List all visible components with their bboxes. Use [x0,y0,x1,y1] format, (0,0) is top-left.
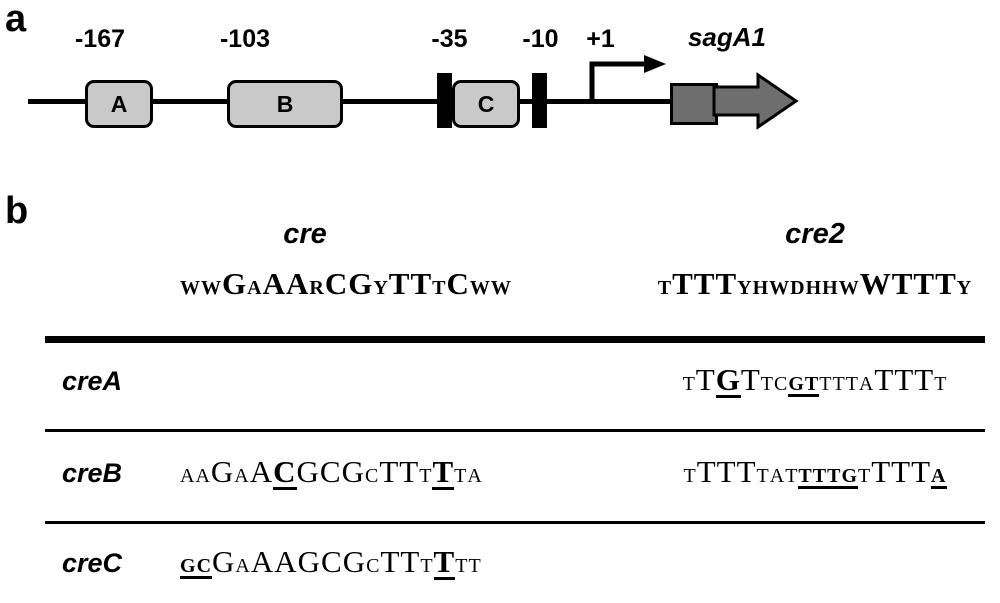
site-box-b-label: B [276,90,294,117]
gene-leader-rect [670,83,718,125]
minus35-element-bar [437,73,452,128]
position-label-plus1: +1 [586,25,615,53]
row-label-creC: creC [62,548,123,578]
table-header-rule [45,336,985,343]
sequence-creB-cre: AAGAACGCGCTTTTTA [180,454,483,490]
site-box-b: B [227,80,343,128]
row-divider-2 [45,521,985,524]
column-header-cre: cre [283,218,327,250]
position-label-10: -10 [522,25,559,53]
column-header-cre2: cre2 [785,218,845,250]
panel-a-label: a [5,0,27,40]
sequence-creC-cre: GCGAAAGCGCTTTTTT [180,544,482,580]
minus10-element-bar [532,73,547,128]
sequence-creB-cre2: TTTTTATTTTGTTTTA [683,454,947,489]
row-divider-1 [45,429,985,432]
site-box-c: C [452,80,520,128]
site-box-a: A [85,80,153,128]
row-label-creB: creB [62,458,123,488]
position-label-103: -103 [219,25,271,53]
gene-name-sagA1: sagA1 [687,22,767,52]
site-box-c-label: C [477,90,495,117]
gene-arrow-icon [712,72,799,130]
consensus-sequence-cre2: TTTTYHWDHHWWTTTY [657,266,973,301]
consensus-sequence-cre: WWGAAARCGYTTTCWW [180,266,512,301]
position-label-35: -35 [431,25,468,53]
site-box-a-label: A [110,90,128,117]
position-label-167: -167 [74,25,126,53]
transcription-start-arrow-icon [589,55,666,104]
row-label-creA: creA [62,366,123,396]
sequence-creA-cre2: TTGTTCGTTTTATTTT [682,362,948,398]
promoter-backbone-line [28,99,793,104]
panel-b-label: b [5,190,29,232]
